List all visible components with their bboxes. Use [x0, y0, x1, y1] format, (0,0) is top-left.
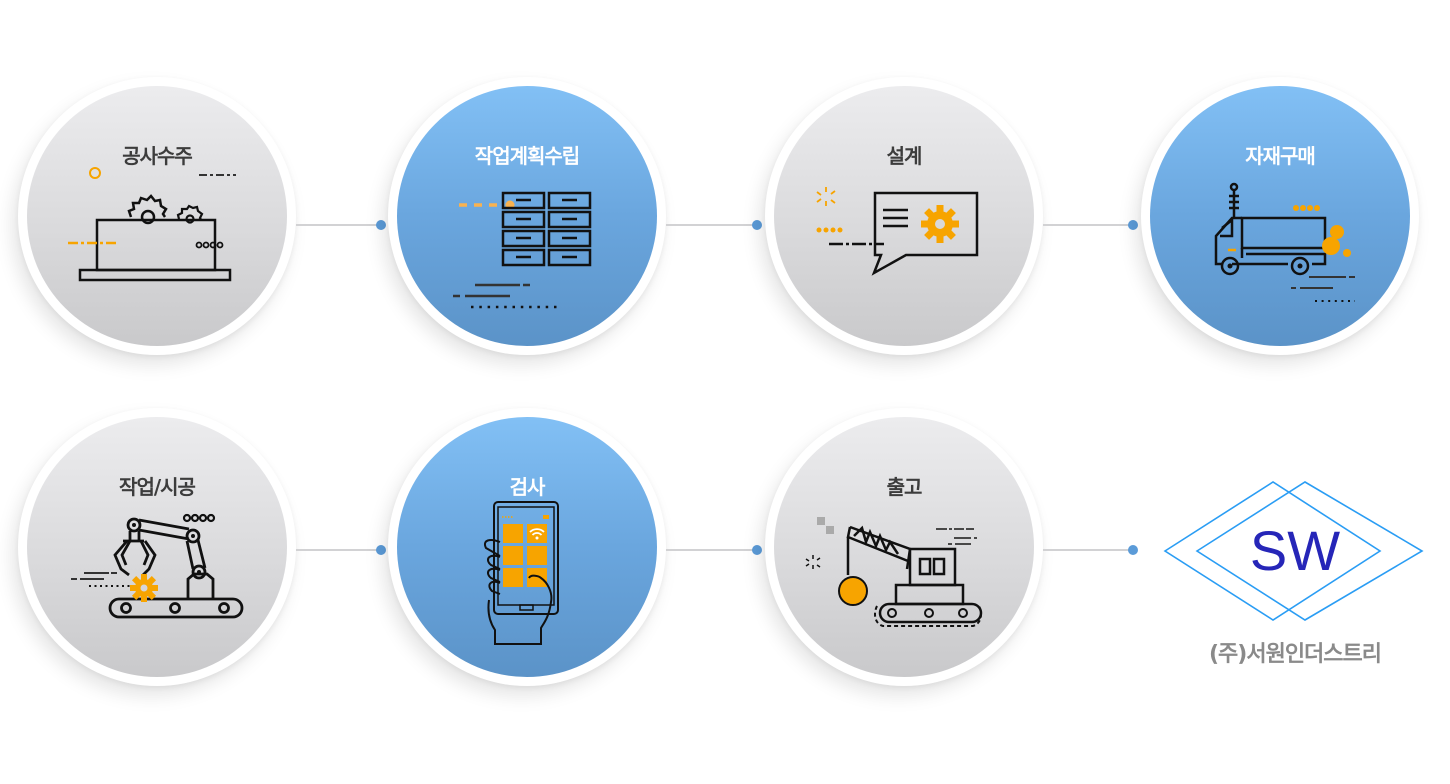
step-disc: 작업/시공 — [27, 417, 287, 677]
connector-line — [296, 224, 380, 226]
step-label: 공사수주 — [122, 144, 193, 168]
step-work-construction: 작업/시공 — [18, 408, 296, 686]
speech-bubble-gear-icon — [816, 187, 979, 276]
connector-dot — [1128, 220, 1138, 230]
step-shipping: 출고 — [765, 408, 1043, 686]
connector-line — [666, 549, 756, 551]
step-inspection: 검사 — [388, 408, 666, 686]
robot-arm-conveyor-icon — [71, 513, 244, 619]
step-contract-award: 공사수주 — [18, 77, 296, 355]
step-design: 설계 — [765, 77, 1043, 355]
step-label: 출고 — [886, 475, 923, 499]
step-label: 작업계획수립 — [474, 144, 580, 168]
step-disc: 출고 — [774, 417, 1034, 677]
connector-dot — [1128, 545, 1138, 555]
step-disc: 자재구매 — [1150, 86, 1410, 346]
step-disc: 작업계획수립 — [397, 86, 657, 346]
connector-dot — [376, 545, 386, 555]
company-logo-icon: SW — [1163, 481, 1424, 621]
connector-dot — [752, 220, 762, 230]
step-disc: 검사 — [397, 417, 657, 677]
logo-mark: SW — [1250, 519, 1340, 582]
step-disc: 공사수주 — [27, 86, 287, 346]
step-label: 검사 — [509, 475, 546, 499]
step-label: 설계 — [886, 144, 923, 168]
delivery-truck-icon — [1214, 182, 1355, 302]
connector-line — [296, 549, 380, 551]
step-material-purchase: 자재구매 — [1141, 77, 1419, 355]
step-label: 작업/시공 — [119, 475, 196, 499]
hand-smartphone-icon — [484, 501, 559, 645]
connector-dot — [376, 220, 386, 230]
connector-dot — [752, 545, 762, 555]
company-name: (주)서원인더스트리 — [1208, 642, 1382, 667]
connector-line — [666, 224, 756, 226]
gear-machine-icon — [68, 167, 236, 282]
drawer-cabinet-icon — [453, 191, 592, 309]
step-label: 자재구매 — [1245, 144, 1316, 168]
step-disc: 설계 — [774, 86, 1034, 346]
connector-line — [1043, 224, 1131, 226]
crane-wrecking-ball-icon — [805, 517, 983, 627]
step-work-planning: 작업계획수립 — [388, 77, 666, 355]
connector-line — [1043, 549, 1131, 551]
